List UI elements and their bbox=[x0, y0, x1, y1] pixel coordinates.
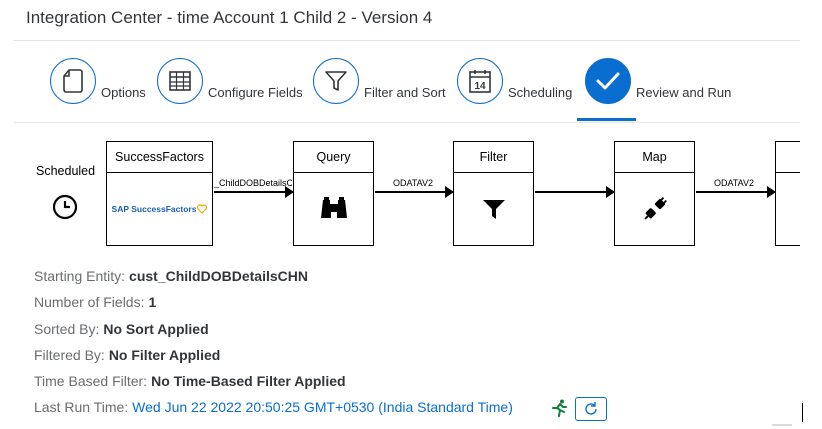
time-based-filter-label: Time Based Filter: bbox=[34, 373, 148, 389]
flow-node-query[interactable]: Query bbox=[293, 141, 374, 246]
page-title: Integration Center - time Account 1 Chil… bbox=[26, 8, 433, 27]
connector-label: ODATAV2 bbox=[714, 178, 755, 188]
refresh-button[interactable] bbox=[575, 397, 607, 421]
step-options[interactable]: Options bbox=[50, 58, 146, 104]
starting-entity-row: Starting Entity:cust_ChildDOBDetailsCHN bbox=[34, 268, 308, 284]
filtered-by-value: No Filter Applied bbox=[108, 347, 221, 363]
logo-text: SAP SuccessFactors bbox=[111, 204, 197, 214]
connector-label: ODATAV2 bbox=[393, 178, 434, 188]
number-of-fields-label: Number of Fields: bbox=[34, 294, 145, 310]
step-filter-and-sort[interactable]: Filter and Sort bbox=[313, 58, 446, 104]
node-title: Map bbox=[615, 142, 694, 173]
step-filter-and-sort-label: Filter and Sort bbox=[364, 84, 446, 100]
connector-arrow bbox=[535, 186, 615, 198]
step-options-label: Options bbox=[101, 84, 146, 100]
last-run-time-link[interactable]: Wed Jun 22 2022 20:50:25 GMT+0530 (India… bbox=[132, 399, 513, 415]
sorted-by-label: Sorted By: bbox=[34, 321, 100, 337]
starting-entity-label: Starting Entity: bbox=[34, 268, 126, 284]
node-title: V bbox=[776, 142, 800, 173]
step-scheduling[interactable]: 14 Scheduling bbox=[457, 58, 572, 104]
sorted-by-row: Sorted By:No Sort Applied bbox=[34, 321, 209, 337]
binoculars-icon bbox=[294, 173, 373, 245]
successfactors-logo: SAP SuccessFactors bbox=[107, 173, 212, 245]
funnel-icon bbox=[313, 58, 359, 104]
node-title: Query bbox=[294, 142, 373, 173]
sorted-by-value: No Sort Applied bbox=[103, 321, 209, 337]
header-divider bbox=[14, 40, 800, 41]
step-review-and-run[interactable]: Review and Run bbox=[585, 58, 731, 104]
steps-divider bbox=[14, 122, 800, 123]
document-icon bbox=[50, 58, 96, 104]
connector-arrow bbox=[375, 186, 454, 198]
flow-node-map[interactable]: Map bbox=[614, 141, 695, 246]
last-run-time-row: Last Run Time:Wed Jun 22 2022 20:50:25 G… bbox=[34, 399, 513, 415]
node-title: Filter bbox=[454, 142, 533, 173]
step-review-and-run-label: Review and Run bbox=[636, 84, 732, 100]
connector-label: _ChildDOBDetailsC bbox=[214, 178, 292, 188]
number-of-fields-value: 1 bbox=[148, 294, 157, 310]
connector-arrow bbox=[214, 186, 294, 198]
checkmark-icon bbox=[585, 58, 631, 104]
number-of-fields-row: Number of Fields:1 bbox=[34, 294, 156, 310]
time-based-filter-value: No Time-Based Filter Applied bbox=[151, 373, 346, 389]
integration-flow: Scheduled SuccessFactors SAP SuccessFact… bbox=[0, 128, 800, 258]
connector-arrow bbox=[696, 186, 776, 198]
step-scheduling-label: Scheduling bbox=[508, 84, 573, 100]
last-run-time-label: Last Run Time: bbox=[34, 399, 129, 415]
time-based-filter-row: Time Based Filter:No Time-Based Filter A… bbox=[34, 373, 346, 389]
plug-connect-icon bbox=[615, 173, 694, 245]
text-cursor bbox=[802, 403, 803, 422]
flow-node-filter[interactable]: Filter bbox=[453, 141, 534, 246]
calendar-14-icon: 14 bbox=[457, 58, 503, 104]
filtered-by-label: Filtered By: bbox=[34, 347, 105, 363]
flow-node-successfactors[interactable]: SuccessFactors SAP SuccessFactors bbox=[106, 141, 213, 246]
flow-node-partial[interactable]: V bbox=[775, 141, 800, 246]
starting-entity-value: cust_ChildDOBDetailsCHN bbox=[129, 268, 308, 284]
clock-icon bbox=[52, 194, 78, 225]
filter-icon bbox=[454, 173, 533, 245]
heart-icon bbox=[197, 204, 208, 214]
table-grid-icon bbox=[157, 58, 203, 104]
running-person-icon bbox=[551, 399, 569, 422]
svg-text:14: 14 bbox=[474, 81, 486, 92]
filtered-by-row: Filtered By:No Filter Applied bbox=[34, 347, 220, 363]
active-step-indicator bbox=[577, 118, 636, 121]
divider-fragment bbox=[772, 424, 792, 426]
step-configure-fields-label: Configure Fields bbox=[208, 84, 303, 100]
refresh-icon bbox=[585, 402, 597, 415]
step-configure-fields[interactable]: Configure Fields bbox=[157, 58, 303, 104]
node-title: SuccessFactors bbox=[107, 142, 212, 173]
scheduled-label: Scheduled bbox=[36, 164, 96, 178]
